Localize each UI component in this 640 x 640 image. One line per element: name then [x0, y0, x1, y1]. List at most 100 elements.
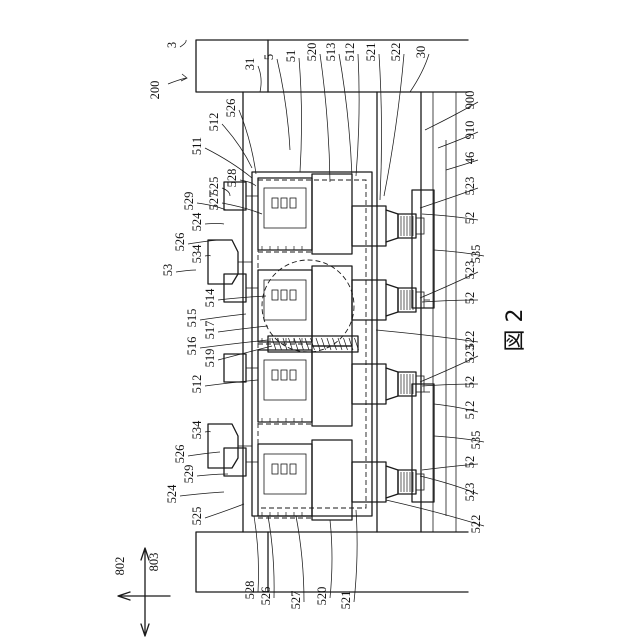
base-plate-535-top: [412, 190, 434, 308]
leader-527-a: [222, 203, 262, 214]
ref-numeral-522-top: 522: [389, 43, 403, 62]
ref-numeral-511: 511: [190, 137, 204, 155]
module-detail: [281, 370, 287, 380]
ref-numeral-523-b: 523: [463, 261, 477, 280]
leader-200: [168, 78, 186, 84]
leader-512-b: [205, 380, 258, 386]
ref-numeral-31: 31: [243, 58, 257, 71]
module-detail: [272, 370, 278, 380]
ref-numeral-46: 46: [463, 152, 477, 165]
leader-526-a: [239, 110, 256, 174]
leader-30: [410, 54, 429, 92]
leader-520-top: [320, 54, 330, 182]
ref-numeral-524-a: 524: [190, 212, 204, 232]
ref-numeral-521-top: 521: [364, 43, 378, 62]
ref-numeral-520-b: 520: [315, 587, 329, 606]
ref-numeral-30: 30: [414, 46, 428, 59]
ref-numeral-516: 516: [185, 337, 199, 356]
ref-numeral-523-a: 523: [463, 177, 477, 196]
module-detail: [272, 464, 278, 474]
ref-numeral-526-c: 526: [173, 445, 187, 464]
ref-numeral-522-b: 522: [469, 515, 483, 534]
motor-body: [352, 280, 386, 320]
ref-numeral-512-b: 512: [190, 375, 204, 394]
ref-numeral-526-d: 526: [259, 587, 273, 606]
leader-526-d: [268, 516, 274, 598]
ref-numeral-910: 910: [463, 121, 477, 140]
base-plate-535-bottom: [412, 384, 434, 502]
leader-3: [180, 40, 186, 47]
ref-numeral-514: 514: [203, 288, 217, 308]
ref-numeral-524-b: 524: [165, 484, 179, 504]
ref-numeral-528-a: 528: [225, 169, 239, 188]
module-detail: [290, 370, 296, 380]
figure-caption: 図 2: [503, 309, 528, 352]
ref-numeral-52-c: 52: [463, 376, 477, 389]
module-housing: [258, 270, 312, 342]
leader-526-c: [188, 452, 220, 456]
rack-hatch: [344, 338, 348, 350]
ref-numeral-512-top: 512: [343, 43, 357, 62]
ref-numeral-534-a: 534: [190, 244, 204, 264]
module-detail: [290, 464, 296, 474]
hopper-534: [208, 240, 238, 284]
leader-528-b: [254, 516, 259, 592]
ref-numeral-527-b: 527: [289, 591, 303, 610]
rack-hatch: [338, 338, 342, 350]
ref-numeral-535-b: 535: [469, 431, 483, 450]
ref-numeral-528-b: 528: [243, 581, 257, 600]
module-detail: [272, 198, 278, 208]
ref-numeral-527-a: 527: [207, 192, 221, 211]
ref-numeral-802: 802: [113, 557, 127, 576]
coupling-flange: [416, 218, 424, 234]
motor-nose: [386, 284, 398, 316]
ref-numeral-5: 5: [262, 54, 276, 60]
module-detail: [281, 198, 287, 208]
ref-numeral-523-d: 523: [463, 483, 477, 502]
module-detail: [281, 464, 287, 474]
ref-numeral-803: 803: [147, 553, 161, 572]
detail-circle: [262, 260, 354, 352]
ref-numeral-523-c: 523: [463, 345, 477, 364]
leader-526-b: [188, 240, 218, 244]
ref-numeral-200: 200: [148, 81, 162, 100]
leader-522-top: [384, 54, 404, 196]
module-plate: [312, 174, 352, 254]
module-housing: [258, 178, 312, 250]
motor-nose: [386, 210, 398, 242]
leader-534-a: [205, 256, 210, 257]
module-housing: [258, 444, 312, 516]
ref-numeral-512-a: 512: [207, 113, 221, 132]
leader-5: [277, 59, 290, 150]
leader-525-a: [222, 188, 230, 196]
leader-515: [200, 314, 246, 320]
ref-numeral-512-c: 512: [463, 401, 477, 420]
ref-numeral-534-b: 534: [190, 420, 204, 440]
ref-numeral-529-a: 529: [182, 192, 196, 211]
leader-514: [218, 296, 266, 300]
leader-513: [339, 54, 352, 176]
leader-524-b: [180, 492, 224, 496]
leader-524-a: [205, 224, 224, 225]
ref-numeral-52-a: 52: [463, 212, 477, 225]
ref-numeral-535-a: 535: [469, 245, 483, 264]
ref-numeral-529-b: 529: [182, 465, 196, 484]
module-plate: [312, 346, 352, 426]
ref-numeral-526-a: 526: [224, 99, 238, 118]
leader-512-a: [222, 124, 252, 168]
ref-numeral-52-b: 52: [463, 292, 477, 305]
leader-200-arrowhead: [181, 74, 187, 81]
ref-numeral-525-b: 525: [190, 507, 204, 526]
leader-527-b: [296, 516, 304, 602]
ref-numeral-521-b: 521: [339, 591, 353, 610]
ref-numeral-52-d: 52: [463, 456, 477, 469]
leader-525-b: [205, 504, 244, 518]
ref-numeral-517: 517: [203, 321, 217, 340]
ref-numeral-53: 53: [161, 264, 175, 277]
ref-numeral-513: 513: [324, 43, 338, 62]
top-end-plate: [196, 40, 268, 92]
leader-534-b: [205, 432, 210, 433]
ref-numeral-520-top: 520: [305, 43, 319, 62]
hopper-534: [208, 424, 238, 468]
